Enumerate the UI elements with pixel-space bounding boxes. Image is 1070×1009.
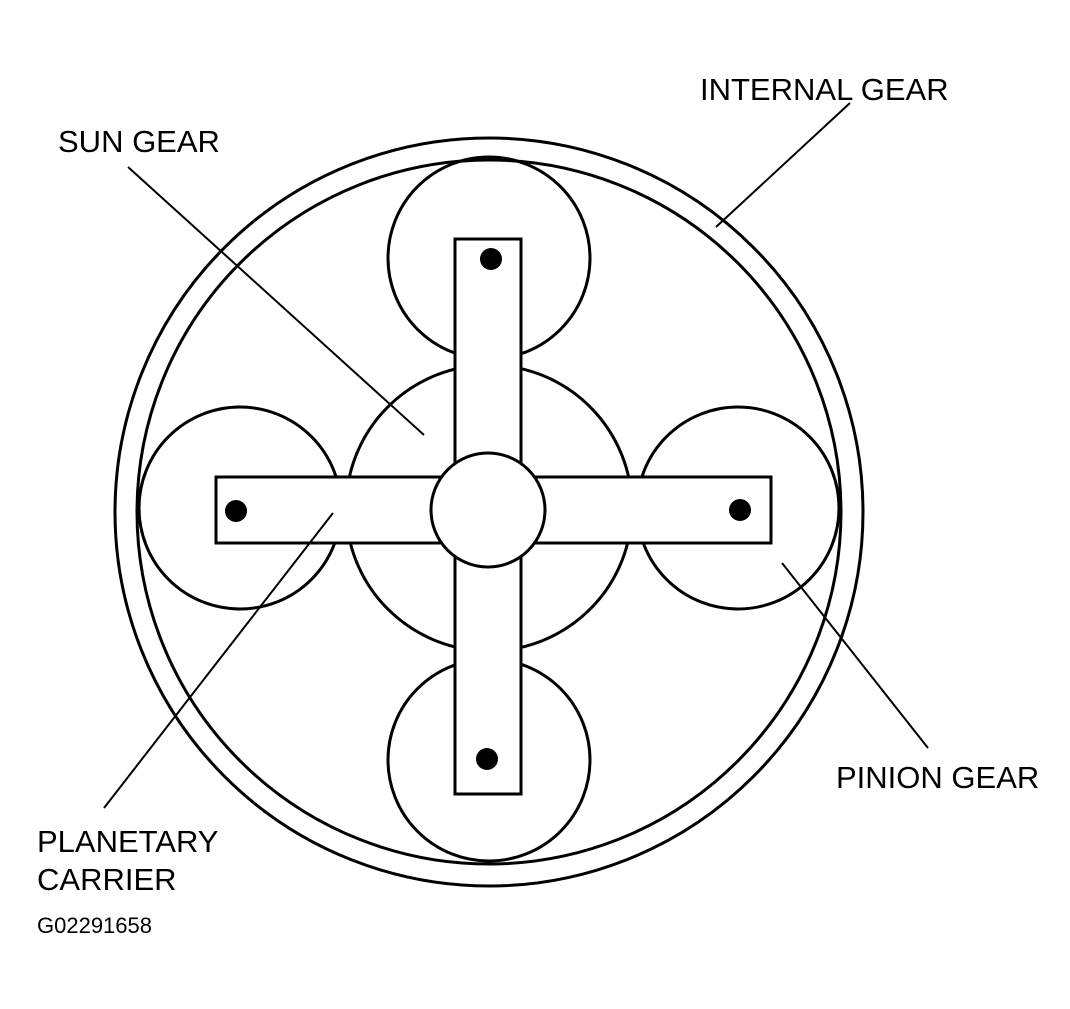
leader-lines bbox=[103, 102, 929, 809]
figure-code: G02291658 bbox=[37, 913, 152, 938]
carrier-pin-top bbox=[480, 248, 502, 270]
planetary-carrier bbox=[214, 237, 773, 796]
label-pinion-gear: PINION GEAR bbox=[836, 760, 1039, 795]
internal-gear bbox=[113, 136, 865, 888]
leader-line-planetary-carrier bbox=[103, 512, 334, 809]
carrier-pin-left bbox=[225, 500, 247, 522]
internal-gear-outer-ring bbox=[113, 136, 865, 888]
carrier-hub bbox=[429, 451, 547, 569]
internal-gear-inner-ring bbox=[135, 158, 843, 866]
label-sun-gear: SUN GEAR bbox=[58, 124, 220, 159]
carrier-pin-right bbox=[729, 499, 751, 521]
leader-line-sun-gear bbox=[127, 166, 425, 436]
label-internal-gear: INTERNAL GEAR bbox=[700, 72, 949, 107]
leader-line-internal-gear bbox=[715, 102, 851, 228]
label-planetary-carrier-line2: CARRIER bbox=[37, 862, 177, 897]
leader-line-pinion-gear bbox=[781, 562, 929, 749]
carrier-pin-bottom bbox=[476, 748, 498, 770]
label-planetary-carrier-line1: PLANETARY bbox=[37, 824, 218, 859]
